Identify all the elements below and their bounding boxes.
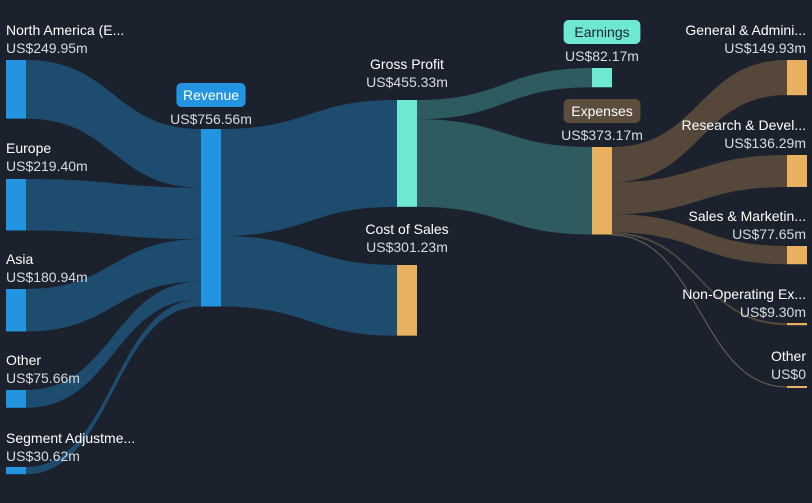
link-other_in-to-rev: [26, 281, 201, 408]
node-bar-nonop: [787, 323, 807, 326]
node-value-na: US$249.95m: [6, 40, 88, 56]
sankey-links: [26, 60, 788, 475]
node-label-other_in: Other: [6, 352, 41, 368]
node-label-nonop: Non-Operating Ex...: [682, 286, 806, 302]
node-label-cos: Cost of Sales: [365, 221, 448, 237]
node-bar-na: [6, 60, 26, 119]
node-label-ga: General & Admini...: [685, 22, 806, 38]
node-value-rev: US$756.56m: [170, 111, 252, 127]
node-label-asia: Asia: [6, 251, 33, 267]
node-bar-exp: [592, 147, 612, 235]
sankey-labels: North America (E... US$249.95mEuropeUS$21…: [6, 20, 806, 464]
node-label-seg: Segment Adjustme...: [6, 430, 135, 446]
node-label-rev: Revenue: [183, 87, 239, 103]
node-bar-gp: [397, 100, 417, 207]
node-pill-rev: [176, 83, 246, 107]
node-bar-rev: [201, 129, 221, 307]
link-exp-to-ga: [612, 60, 787, 183]
link-rev-to-cos: [221, 235, 397, 336]
link-gp-to-earn: [417, 68, 592, 120]
link-exp-to-rd: [612, 155, 787, 215]
node-value-sm: US$77.65m: [732, 226, 806, 242]
node-pill-earn: [563, 20, 641, 44]
node-value-gp: US$455.33m: [366, 74, 448, 90]
node-label-exp: Expenses: [571, 103, 632, 119]
link-exp-to-nonop: [612, 232, 787, 326]
node-label-gp: Gross Profit: [370, 56, 444, 72]
node-bar-eu: [6, 179, 26, 231]
node-label-sm: Sales & Marketin...: [689, 208, 807, 224]
link-exp-to-sm: [612, 214, 787, 265]
node-value-rd: US$136.29m: [724, 135, 806, 151]
link-rev-to-gp: [221, 100, 397, 236]
node-value-other_in: US$75.66m: [6, 370, 80, 386]
node-label-rd: Research & Devel...: [682, 117, 807, 133]
sankey-nodes: [6, 60, 807, 475]
node-value-nonop: US$9.30m: [740, 304, 806, 320]
node-bar-seg: [6, 467, 26, 475]
link-asia-to-rev: [26, 239, 201, 332]
node-value-ga: US$149.93m: [724, 40, 806, 56]
node-bar-other_out: [787, 386, 807, 388]
link-gp-to-exp: [417, 119, 592, 235]
node-bar-rd: [787, 155, 807, 187]
node-bar-cos: [397, 265, 417, 336]
node-value-seg: US$30.62m: [6, 448, 80, 464]
node-value-other_out: US$0: [771, 366, 806, 382]
node-value-cos: US$301.23m: [366, 239, 448, 255]
node-label-na: North America (E...: [6, 22, 124, 38]
link-exp-to-other_out: [611, 234, 788, 388]
link-seg-to-rev: [26, 299, 201, 475]
node-value-earn: US$82.17m: [565, 48, 639, 64]
node-pill-exp: [563, 99, 641, 123]
node-bar-sm: [787, 246, 807, 265]
node-value-asia: US$180.94m: [6, 269, 88, 285]
node-value-eu: US$219.40m: [6, 158, 88, 174]
node-value-exp: US$373.17m: [561, 127, 643, 143]
node-bar-ga: [787, 60, 807, 96]
link-na-to-rev: [26, 60, 201, 188]
node-bar-other_in: [6, 390, 26, 408]
node-label-eu: Europe: [6, 140, 51, 156]
node-bar-earn: [592, 68, 612, 88]
node-bar-asia: [6, 289, 26, 332]
link-eu-to-rev: [26, 179, 201, 240]
node-label-other_out: Other: [771, 348, 806, 364]
node-label-earn: Earnings: [574, 24, 629, 40]
